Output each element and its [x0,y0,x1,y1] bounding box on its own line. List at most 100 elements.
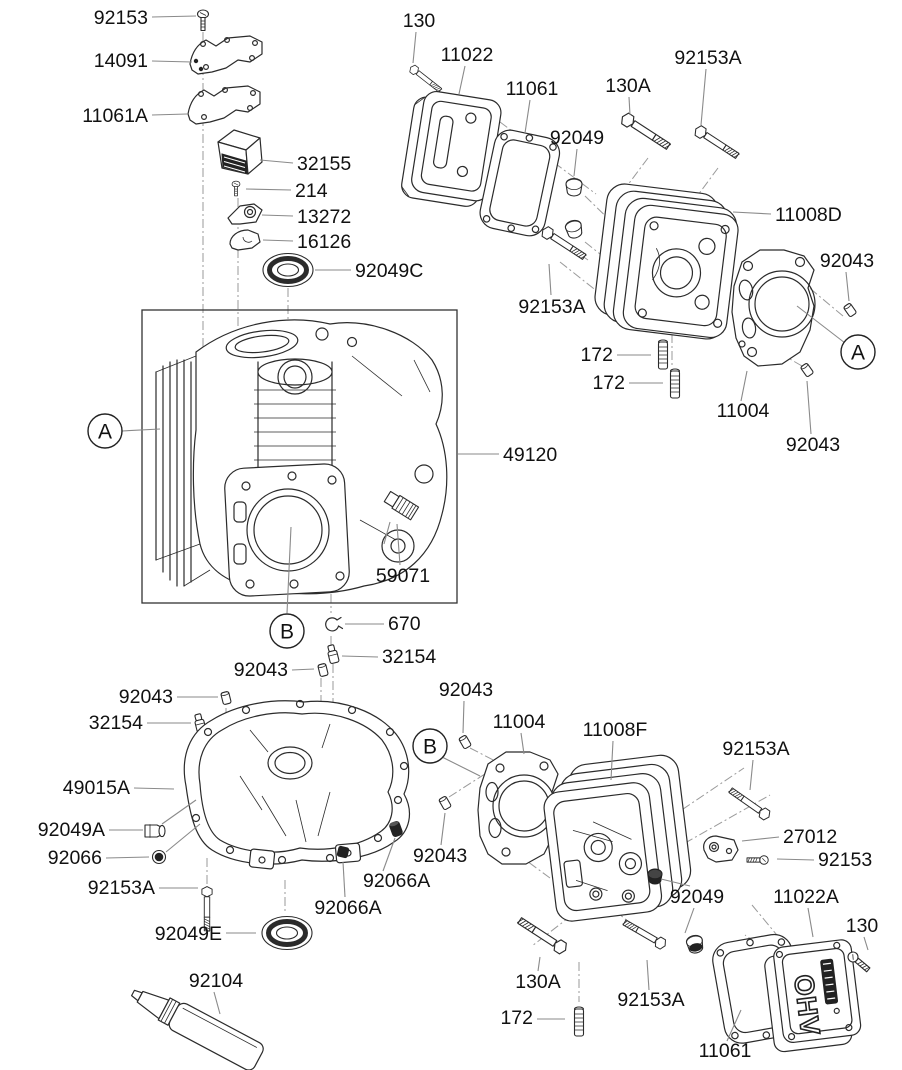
leader-line [537,956,541,972]
part-plug-59071 [383,490,420,521]
leader-line [440,812,446,846]
bolt-130A-bottom [514,914,570,957]
plug-92066A-2 [336,845,350,859]
part-number-label: 92049A [38,819,105,841]
part-number-labels: 921531409111061A32155214132721612692049C… [38,7,879,1062]
part-number-label: 27012 [783,826,837,848]
leader-line [151,60,193,63]
leader-line [151,113,188,116]
part-governor-lever-27012 [703,835,739,863]
leader-line [749,759,754,791]
leader-line [412,31,417,64]
part-number-label: 92043 [413,845,467,867]
part-number-label: 92066A [314,897,381,919]
leader-line [121,428,161,432]
part-crankcase-49120 [155,319,448,597]
leader-line [807,907,814,938]
part-number-label: 11061A [82,105,148,127]
leader-line [700,68,707,126]
plug-92049A [144,824,166,838]
part-cylinder-head-11008D [594,183,739,340]
part-reed-plate-11061A [187,85,261,125]
part-number-label: 92049C [355,260,423,282]
pin-92043-l [220,690,232,706]
pin-92043-br1 [457,734,473,750]
cap-92049-br1 [647,868,663,885]
leader-line [548,263,552,296]
part-number-label: 92066 [48,847,102,869]
leader-line [845,271,850,302]
part-number-label: 92153A [674,47,741,69]
part-number-label: 670 [388,613,421,635]
part-reed-plate-14091 [189,35,263,75]
leader-line [684,907,695,934]
part-number-label: 92043 [234,659,288,681]
part-number-label: 130A [605,75,651,97]
leader-line [105,856,150,859]
part-number-label: 32155 [297,153,351,175]
leader-line [396,523,401,566]
part-number-label: 59071 [376,565,430,587]
stud-172-b [669,368,681,399]
part-number-label: 92104 [189,970,243,992]
part-number-label: 130A [515,971,561,993]
part-oil-seal-92049E [262,917,312,950]
view-badge-A: A [87,413,123,449]
bolt-130 [407,63,444,95]
view-frame-49120 [141,309,458,604]
leader-line [342,861,346,898]
part-cylinder-head-11008F [543,754,692,922]
pin-92043-tr1 [842,302,858,318]
part-clip-670 [325,616,344,632]
part-number-label: 172 [500,1007,533,1029]
part-number-label: 11061 [699,1040,752,1062]
part-number-label: 32154 [382,646,436,668]
part-number-label: 92153A [617,989,684,1011]
leader-line [524,99,531,134]
part-number-label: 92043 [439,679,493,701]
leader-line [262,239,294,242]
leader-line [610,740,614,781]
leader-line [806,380,812,435]
pin-92043-c [317,662,329,678]
leader-line [213,991,221,1015]
plug-92066 [151,849,167,865]
part-number-label: 11004 [493,711,546,733]
part-number-label: 92043 [820,250,874,272]
screw-214 [231,180,241,197]
part-rocker-cover-11022 [401,90,502,207]
screw-92153 [196,9,210,32]
part-number-label: 92049 [550,127,604,149]
pin-92043-tr2 [799,362,815,378]
leader-line [741,836,780,842]
part-rocker-cover-11022A: OHV [764,939,862,1053]
leader-line [732,211,772,215]
bolt-92153A-top [692,123,742,162]
leader-line [520,732,525,755]
svg-text:B: B [423,736,437,759]
part-number-label: 11008F [583,719,648,741]
part-number-label: 14091 [94,50,148,72]
part-crankcase-cover-49015A [183,699,411,870]
part-number-label: 11004 [717,400,770,422]
part-stopper-13272 [227,203,263,225]
part-number-label: 11008D [775,204,842,226]
leader-line [726,1009,742,1042]
leader-line [382,837,396,872]
part-number-label: 92066A [363,870,430,892]
part-number-label: 92043 [786,434,840,456]
part-number-label: 92153A [518,296,585,318]
part-number-label: 92049E [155,923,222,945]
leader-line [796,305,846,344]
part-number-label: 172 [580,344,613,366]
leader-line [341,655,379,658]
part-number-label: 92153A [88,877,155,899]
part-number-label: 16126 [297,231,351,253]
leader-lines [105,15,869,1042]
part-number-label: 11022A [773,886,839,908]
part-breather-32155 [217,129,263,175]
leader-line [863,936,869,951]
leader-line [151,15,197,18]
